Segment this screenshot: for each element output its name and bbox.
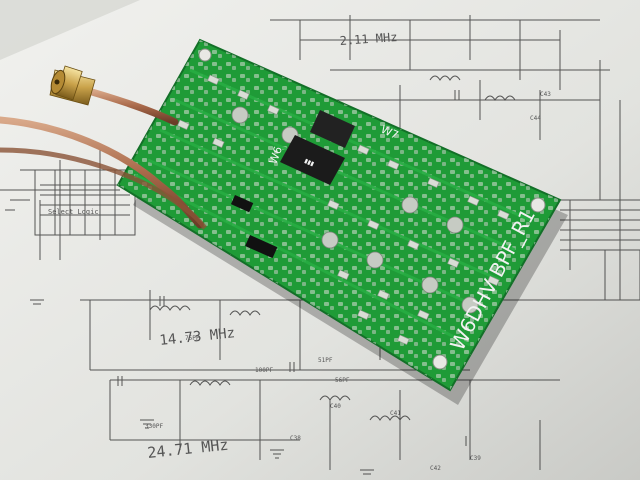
svg-text:▮▮▮: ▮▮▮ bbox=[303, 157, 315, 167]
freq-label-top: 2.11 MHz bbox=[339, 30, 398, 48]
coax-cable bbox=[0, 86, 207, 230]
ref-label-w6: W6 bbox=[267, 145, 285, 166]
cap-label-c38: C38 bbox=[290, 435, 301, 442]
value-label-56pf: 56PF bbox=[335, 377, 350, 384]
paper-corner-shadow bbox=[0, 0, 140, 60]
pin-header bbox=[230, 195, 278, 259]
mount-hole-1 bbox=[198, 48, 212, 62]
mount-hole-3 bbox=[432, 354, 448, 370]
ic-chip-main: ▮▮▮ bbox=[280, 135, 345, 185]
cap-label-c42: C42 bbox=[430, 465, 441, 472]
cap-label-c40: C40 bbox=[330, 403, 341, 410]
select-logic-label: Select Logic bbox=[48, 208, 99, 216]
ic-chip-upper bbox=[310, 110, 355, 148]
sma-connector bbox=[49, 65, 96, 106]
value-label-330pf: 330PF bbox=[145, 423, 163, 430]
value-label-51pf: 51PF bbox=[318, 357, 333, 364]
cap-label-c44: C44 bbox=[530, 115, 541, 122]
value-label-100pf: 100PF bbox=[255, 367, 273, 374]
cap-label-c39: C39 bbox=[470, 455, 481, 462]
pcb-board: ▮▮▮ W6DHV BPF_R1 W6 W7 bbox=[116, 38, 562, 392]
schematic-drawing bbox=[0, 15, 640, 475]
value-label-75pf: 75PF bbox=[185, 335, 200, 342]
cap-label-c41: C41 bbox=[390, 410, 401, 417]
freq-label-mid: 14.73 MHz bbox=[159, 325, 236, 349]
mount-hole-2 bbox=[530, 197, 546, 213]
cap-label-c43: C43 bbox=[540, 91, 551, 98]
